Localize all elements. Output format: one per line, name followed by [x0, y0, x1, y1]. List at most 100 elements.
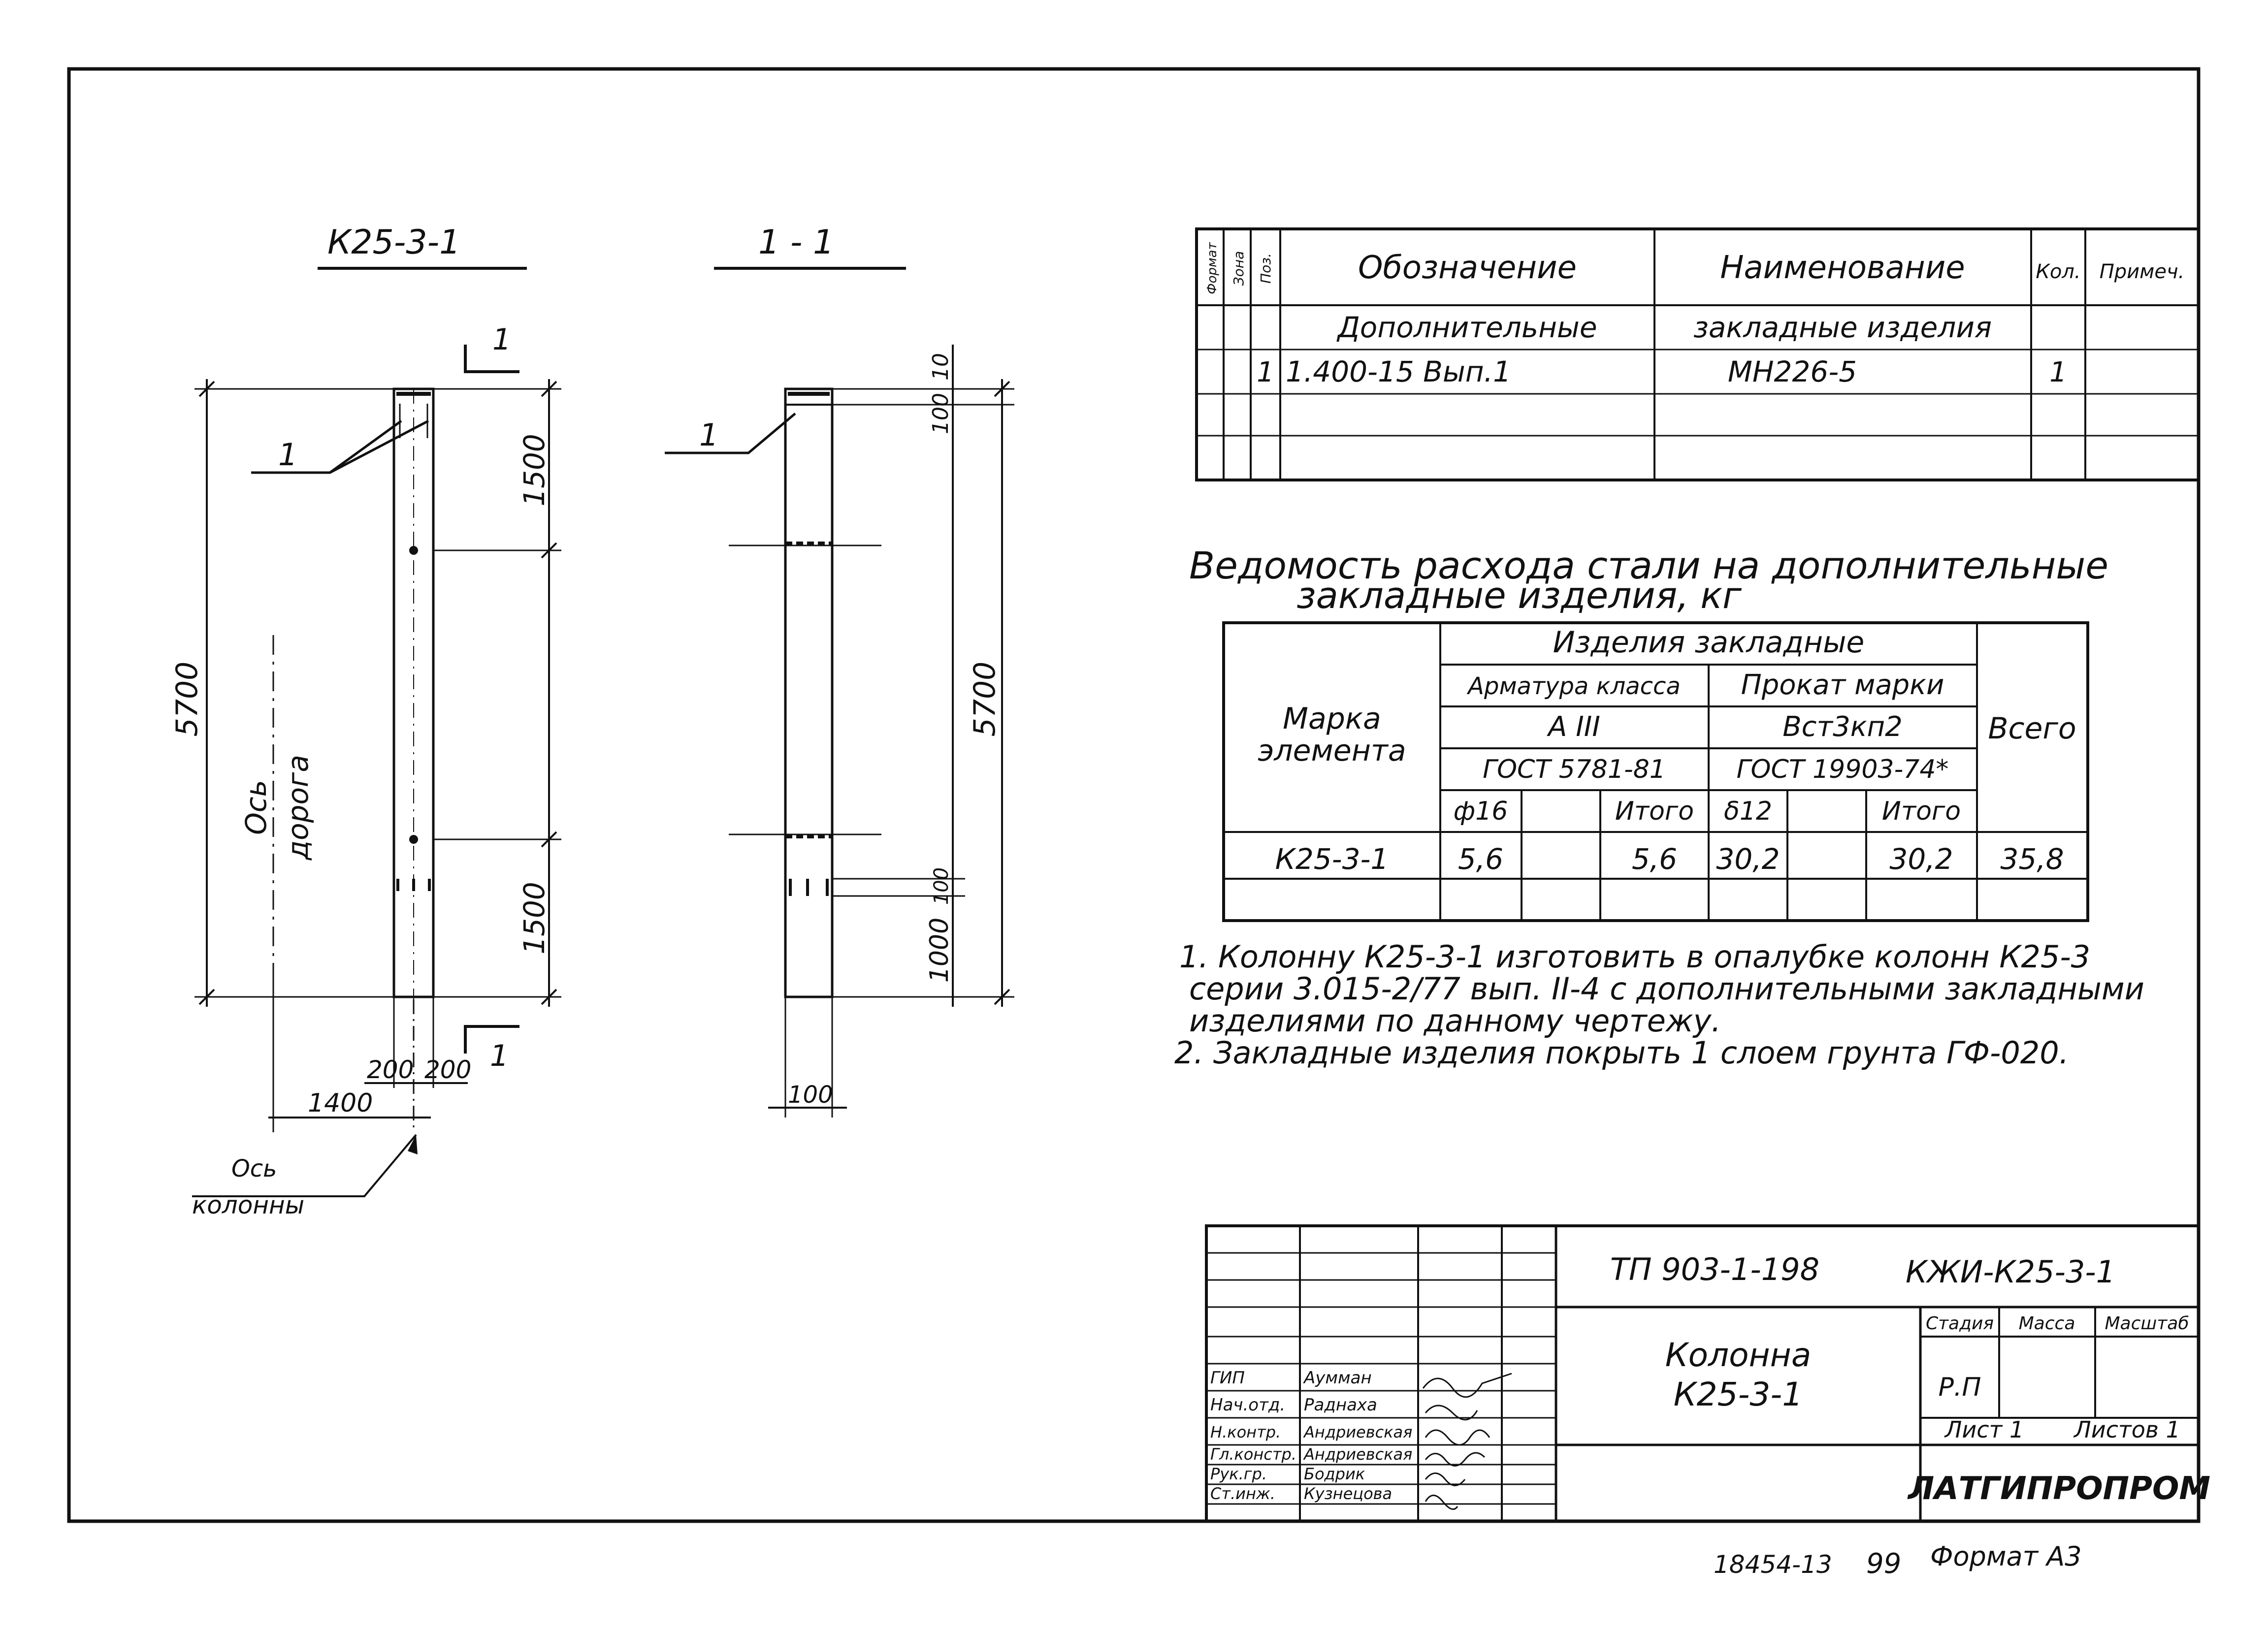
spec-row-qty: 1	[2049, 356, 2067, 388]
section-view: 1 - 1 1 100 10 5700 1000 100 100	[665, 223, 1014, 1118]
dim-200-left: 200	[367, 1055, 414, 1084]
spec-header-designation: Обозначение	[1358, 250, 1577, 286]
steel-col-mark-1: Марка	[1283, 702, 1381, 736]
role-5: Ст.инж.	[1210, 1484, 1275, 1503]
person-2: Андриевская	[1303, 1423, 1412, 1441]
section-dim-1000: 1000	[925, 918, 954, 983]
signature-5	[1425, 1495, 1458, 1510]
archive-number: 18454-13	[1714, 1550, 1832, 1579]
spec-header-qty: Кол.	[2036, 260, 2080, 283]
section-mark-bottom-label: 1	[490, 1039, 509, 1073]
steel-gost-rolled: ГОСТ 19903-74*	[1737, 755, 1949, 784]
section-dim-10-top: 10	[928, 353, 953, 381]
role-4: Рук.гр.	[1210, 1465, 1267, 1483]
column-section	[784, 387, 834, 998]
steel-gost-armature: ГОСТ 5781-81	[1483, 755, 1666, 784]
sheet-label: Лист 1	[1944, 1416, 2024, 1443]
sheets-label: Листов 1	[2073, 1416, 2180, 1443]
steel-armature-value: А III	[1547, 711, 1600, 743]
steel-title-line1: Ведомость расхода стали на дополнительны…	[1189, 543, 2108, 587]
dim-1400: 1400	[308, 1088, 373, 1118]
note-line-4: 2. Закладные изделия покрыть 1 слоем гру…	[1174, 1035, 2069, 1071]
spec-header-name: Наименование	[1720, 250, 1965, 286]
steel-table: Ведомость расхода стали на дополнительны…	[1189, 543, 2108, 922]
stage-header: Стадия	[1926, 1313, 1994, 1334]
role-1: Нач.отд.	[1210, 1395, 1285, 1415]
page-number: 99	[1866, 1548, 1901, 1580]
steel-row-total: 35,8	[2000, 842, 2064, 876]
column-axis-label-2: колонны	[192, 1191, 304, 1219]
section-mark-top-label: 1	[492, 322, 511, 357]
note-line-1: 1. Колонну К25-3-1 изготовить в опалубке…	[1179, 939, 2090, 975]
section-mark-bottom	[464, 1025, 519, 1054]
road-axis-label-2: дорога	[281, 755, 315, 861]
note-line-2: серии 3.015-2/77 вып. II-4 с дополнитель…	[1189, 971, 2144, 1007]
organization-name: ЛАТГИПРОПРОМ	[1907, 1470, 2210, 1507]
elevation-view: К25-3-1 1 1 1 5700	[170, 223, 561, 1219]
steel-sub-phi: ф16	[1454, 797, 1508, 826]
steel-row-mark: К25-3-1	[1275, 842, 1389, 876]
spec-header-format: Формат	[1205, 242, 1220, 294]
role-0: ГИП	[1210, 1368, 1245, 1388]
spec-header-note: Примеч.	[2100, 260, 2185, 283]
role-3: Гл.констр.	[1210, 1445, 1296, 1464]
person-0: Аумман	[1303, 1368, 1372, 1388]
spec-header-zone: Зона	[1231, 251, 1247, 286]
signature-0	[1422, 1373, 1512, 1398]
format-label: Формат А3	[1930, 1541, 2082, 1572]
dim-top-label: 1500	[518, 434, 551, 507]
person-5: Кузнецова	[1304, 1484, 1392, 1503]
steel-armature-class: Арматура класса	[1466, 672, 1681, 700]
outer-frame	[67, 67, 2201, 1523]
person-3: Андриевская	[1303, 1445, 1412, 1464]
elevation-title: К25-3-1	[327, 223, 460, 262]
note-line-3: изделиями по данному чертежу.	[1189, 1003, 1721, 1039]
section-title: 1 - 1	[758, 223, 834, 262]
item-name-2: К25-3-1	[1674, 1375, 1803, 1413]
steel-row-delta: 30,2	[1716, 842, 1780, 876]
item-name-1: Колонна	[1665, 1336, 1812, 1374]
sheet-code: КЖИ-К25-3-1	[1906, 1254, 2115, 1290]
steel-col-mark-2: элемента	[1258, 734, 1406, 768]
spec-table: Формат Зона Поз. Обозначение Наименовани…	[1195, 227, 2200, 481]
dim-bottom-label: 1500	[518, 882, 551, 955]
section-dim-100-bottom: 100	[930, 867, 953, 905]
steel-rolled-value: Вст3кп2	[1782, 711, 1903, 743]
dim-total-label: 5700	[170, 662, 204, 737]
spec-row-designation: 1.400-15 Вып.1	[1286, 355, 1511, 388]
steel-sub-itogo2: Итого	[1882, 797, 1961, 826]
steel-sub-delta: δ12	[1724, 797, 1772, 826]
signature-4	[1425, 1472, 1466, 1486]
stage-value: Р.П	[1939, 1373, 1981, 1402]
dim-200-right: 200	[424, 1055, 471, 1084]
role-2: Н.контр.	[1210, 1423, 1281, 1441]
spec-group-left: Дополнительные	[1336, 311, 1597, 344]
section-dim-100-top: 100	[928, 393, 953, 434]
steel-row-itogo1: 5,6	[1632, 842, 1677, 876]
steel-total-header: Всего	[1988, 711, 2076, 746]
project-code: ТП 903-1-198	[1610, 1251, 1819, 1287]
footer: 18454-13 99 Формат А3	[1714, 1541, 2082, 1580]
elevation-leader-label: 1	[278, 437, 297, 473]
person-4: Бодрик	[1304, 1465, 1365, 1483]
signature-2	[1425, 1429, 1490, 1446]
road-axis-label-1: Ось	[239, 780, 273, 835]
spec-row-pos: 1	[1257, 356, 1274, 388]
steel-sub-itogo1: Итого	[1615, 797, 1694, 826]
steel-row-phi: 5,6	[1458, 842, 1503, 876]
spec-group-right: закладные изделия	[1693, 311, 1992, 344]
notes-block: 1. Колонну К25-3-1 изготовить в опалубке…	[1174, 939, 2144, 1071]
section-dim-width: 100	[788, 1081, 833, 1109]
person-1: Раднаха	[1304, 1395, 1377, 1415]
section-dim-total: 5700	[968, 662, 1002, 737]
embedded-part-upper	[409, 546, 418, 555]
scale-header: Масштаб	[2105, 1313, 2189, 1334]
mass-header: Масса	[2019, 1313, 2075, 1334]
steel-rolled-grade: Прокат марки	[1741, 669, 1944, 701]
spec-row-name: МН226-5	[1728, 355, 1857, 388]
signature-1	[1425, 1405, 1478, 1421]
section-mark-top	[464, 345, 519, 373]
steel-header-group: Изделия закладные	[1553, 625, 1865, 660]
